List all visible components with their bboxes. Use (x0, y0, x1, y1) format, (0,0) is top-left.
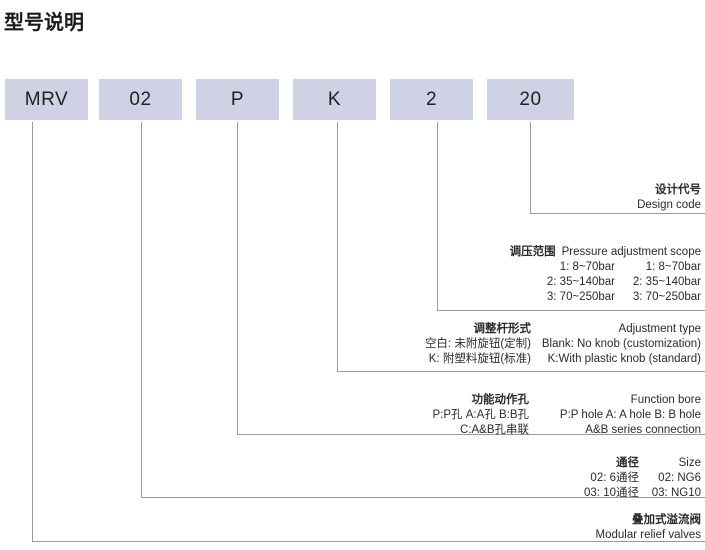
annotation-row: 2: 35~140bar 2: 35~140bar (433, 275, 701, 290)
size-cn-2: 03: 10通径 (584, 487, 639, 499)
code-box-function-bore: P (196, 79, 279, 120)
pressure-scope-en-3: 3: 70~250bar (632, 291, 701, 303)
code-box-value: MRV (24, 88, 69, 110)
page-title: 型号说明 (4, 12, 84, 34)
pressure-scope-cn-2: 2: 35~140bar (546, 276, 615, 288)
code-box-pressure-scope: 2 (390, 79, 473, 120)
annotation-row: K: 附塑料旋钮(标准) K:With plastic knob (standa… (333, 352, 701, 367)
leader-line-function-bore-horizontal (237, 434, 705, 435)
code-box-mrv: MRV (5, 79, 88, 120)
pressure-scope-title-en: Pressure adjustment scope (561, 246, 701, 258)
leader-line-adjustment-type-horizontal (337, 371, 705, 372)
adjustment-type-title-cn: 调整杆形式 (473, 323, 532, 335)
size-en-2: 03: NG10 (651, 487, 701, 499)
annotation-title-row-en: Design code (637, 198, 701, 213)
function-bore-cn-1: P:P孔 A:A孔 B:B孔 (432, 409, 530, 421)
annotation-size: 通径 Size 02: 6通径 02: NG6 03: 10通径 03: NG1… (557, 456, 701, 501)
design-code-title-en: Design code (637, 199, 701, 211)
function-bore-title-en: Function bore (630, 394, 701, 406)
leader-line-product-horizontal (32, 541, 705, 542)
annotation-row: 02: 6通径 02: NG6 (557, 471, 701, 486)
function-bore-en-2: A&B series connection (585, 424, 701, 436)
annotation-title-row-en: Modular relief valves (596, 528, 701, 543)
code-box-adjustment-type: K (293, 79, 376, 120)
annotation-design-code: 设计代号 Design code (637, 183, 701, 213)
leader-line-adjustment-type-vertical (337, 122, 338, 372)
pressure-scope-en-1: 1: 8~70bar (645, 261, 701, 273)
annotation-row: P:P孔 A:A孔 B:B孔 P:P hole A: A hole B: B h… (299, 408, 702, 423)
adjustment-type-cn-2: K: 附塑料旋钮(标准) (428, 353, 531, 365)
annotation-adjustment-type: 调整杆形式 Adjustment type 空白: 未附旋钮(定制) Blank… (333, 322, 701, 367)
pressure-scope-en-2: 2: 35~140bar (632, 276, 701, 288)
annotation-title-row: 通径 Size (557, 456, 701, 471)
size-cn-1: 02: 6通径 (590, 472, 639, 484)
leader-line-size-vertical (141, 122, 142, 498)
pressure-scope-cn-3: 3: 70~250bar (546, 291, 615, 303)
size-en-1: 02: NG6 (658, 472, 701, 484)
annotation-row: 03: 10通径 03: NG10 (557, 486, 701, 501)
code-box-value: K (327, 88, 342, 110)
pressure-scope-cn-1: 1: 8~70bar (559, 261, 615, 273)
adjustment-type-cn-1: 空白: 未附旋钮(定制) (424, 338, 531, 350)
code-box-size: 02 (99, 79, 182, 120)
adjustment-type-en-1: Blank: No knob (customization) (541, 338, 701, 350)
pressure-scope-title-cn: 调压范围 (509, 246, 556, 258)
leader-line-design-code-vertical (530, 122, 531, 214)
leader-line-size-horizontal (141, 497, 705, 498)
annotation-product: 叠加式溢流阀 Modular relief valves (596, 513, 701, 543)
annotation-row: 1: 8~70bar 1: 8~70bar (433, 260, 701, 275)
size-title-en: Size (678, 457, 701, 469)
annotation-title-row: 调压范围 Pressure adjustment scope (433, 245, 701, 260)
size-title-cn: 通径 (616, 457, 639, 469)
product-title-en: Modular relief valves (595, 529, 701, 541)
annotation-title-row: 调整杆形式 Adjustment type (333, 322, 702, 337)
function-bore-en-1: P:P hole A: A hole B: B hole (559, 409, 701, 421)
annotation-pressure-scope: 调压范围 Pressure adjustment scope 1: 8~70ba… (433, 245, 701, 305)
design-code-title-cn: 设计代号 (655, 184, 701, 196)
code-box-design-code: 20 (487, 79, 574, 120)
adjustment-type-title-en: Adjustment type (618, 323, 701, 335)
annotation-row: 3: 70~250bar 3: 70~250bar (433, 290, 701, 305)
annotation-row: C:A&B孔串联 A&B series connection (299, 423, 701, 438)
leader-line-pressure-scope-horizontal (437, 310, 705, 311)
code-box-value: 2 (425, 88, 438, 110)
leader-line-function-bore-vertical (237, 122, 238, 435)
code-box-value: 02 (129, 88, 152, 110)
product-title-cn: 叠加式溢流阀 (632, 514, 701, 526)
function-bore-cn-2: C:A&B孔串联 (459, 424, 529, 436)
annotation-title-row: 叠加式溢流阀 (596, 513, 701, 528)
annotation-title-row: 设计代号 (637, 183, 701, 198)
code-box-value: P (230, 88, 245, 110)
adjustment-type-en-2: K:With plastic knob (standard) (547, 353, 701, 365)
leader-line-product-vertical (32, 122, 33, 542)
leader-line-pressure-scope-vertical (437, 122, 438, 311)
leader-line-design-code-horizontal (530, 213, 705, 214)
function-bore-title-cn: 功能动作孔 (471, 394, 530, 406)
code-box-value: 20 (519, 88, 542, 110)
annotation-row: 空白: 未附旋钮(定制) Blank: No knob (customizati… (333, 337, 701, 352)
annotation-title-row: 功能动作孔 Function bore (299, 393, 702, 408)
annotation-function-bore: 功能动作孔 Function bore P:P孔 A:A孔 B:B孔 P:P h… (299, 393, 702, 438)
